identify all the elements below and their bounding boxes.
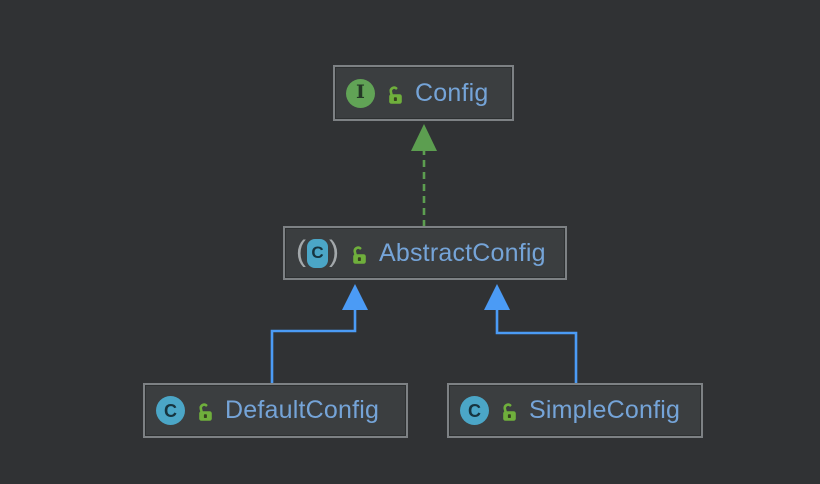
class-badge-letter: C bbox=[468, 400, 481, 421]
class-icon: C bbox=[460, 396, 489, 425]
class-badge-letter: C bbox=[164, 400, 177, 421]
class-icon: C bbox=[156, 396, 185, 425]
class-node-defaultconfig[interactable]: C DefaultConfig bbox=[143, 383, 408, 438]
class-name-label: Config bbox=[415, 78, 489, 107]
public-visibility-lock-icon bbox=[389, 85, 402, 104]
class-node-config[interactable]: I Config bbox=[333, 65, 514, 121]
public-visibility-lock-icon bbox=[353, 245, 366, 264]
abstract-class-badge-letter: C bbox=[307, 238, 328, 268]
class-node-abstractconfig[interactable]: ( C ) AbstractConfig bbox=[283, 226, 567, 280]
public-visibility-lock-icon bbox=[199, 403, 212, 421]
abstract-class-icon: ( C ) bbox=[296, 234, 339, 268]
abstract-paren-open: ( bbox=[296, 234, 306, 268]
class-name-label: SimpleConfig bbox=[529, 396, 681, 424]
edge-generalization-defaultconfig-to-abstractconfig bbox=[270, 284, 368, 383]
class-name-label: AbstractConfig bbox=[379, 238, 546, 267]
class-node-simpleconfig[interactable]: C SimpleConfig bbox=[447, 383, 703, 438]
edge-generalization-simpleconfig-to-abstractconfig bbox=[484, 284, 578, 383]
public-visibility-lock-icon bbox=[503, 403, 516, 421]
edge-realization-abstractconfig-to-config bbox=[411, 124, 437, 227]
interface-icon: I bbox=[346, 78, 375, 108]
interface-badge-letter: I bbox=[356, 80, 365, 103]
class-name-label: DefaultConfig bbox=[225, 396, 380, 424]
abstract-paren-close: ) bbox=[329, 234, 339, 268]
